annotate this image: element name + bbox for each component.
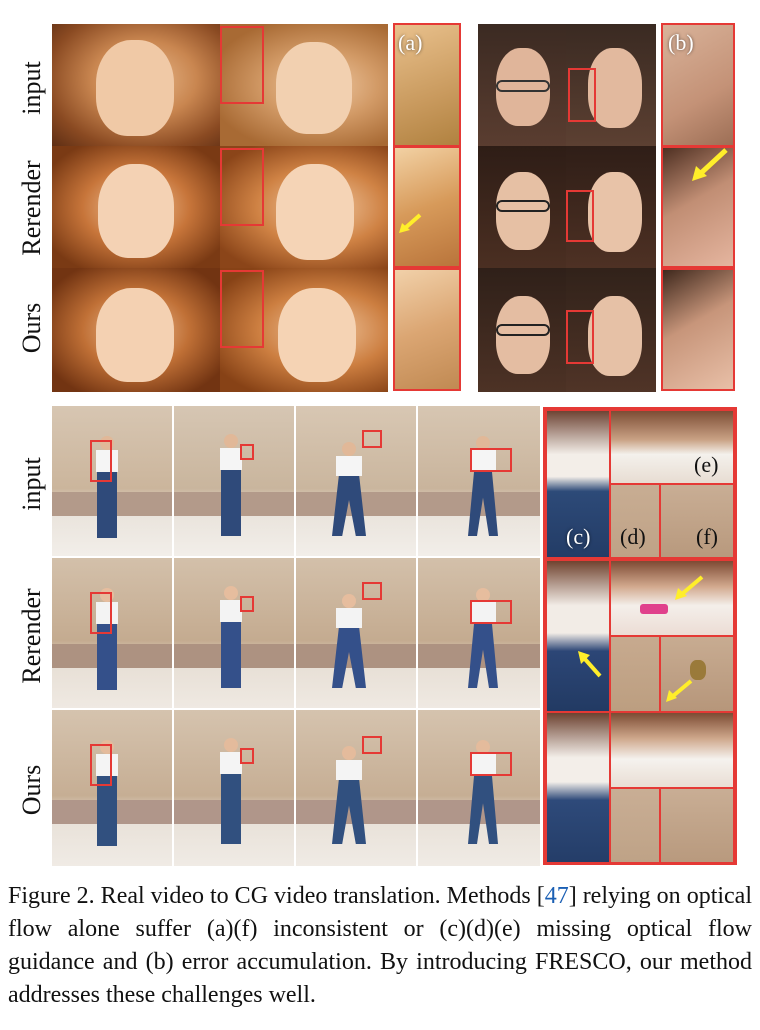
zoom-d-rerender-border bbox=[609, 635, 661, 713]
highlight-box-c-rerender bbox=[90, 592, 112, 634]
row-label-rerender-top: Rerender bbox=[17, 160, 46, 256]
zoom-d-ours-border bbox=[609, 787, 661, 865]
image-b-input-2 bbox=[566, 24, 656, 146]
panel-tag-b: (b) bbox=[668, 30, 694, 55]
highlight-box-f-input bbox=[362, 430, 382, 448]
highlight-box-c-input bbox=[90, 440, 112, 482]
caption-prefix: Figure 2. Real video to CG video transla… bbox=[8, 883, 545, 909]
zoom-f-input bbox=[660, 484, 734, 558]
image-b-input-1 bbox=[478, 24, 566, 146]
highlight-box-d-rerender bbox=[240, 596, 254, 612]
image-a-input-1 bbox=[52, 24, 220, 146]
highlight-box-b-ours bbox=[566, 310, 594, 364]
zoom-b-input bbox=[662, 24, 734, 146]
image-a-input-2 bbox=[220, 24, 388, 146]
image-a-ours-2 bbox=[220, 268, 388, 392]
image-a-rerender-2 bbox=[220, 146, 388, 268]
zoom-box-b-ours bbox=[661, 268, 735, 391]
highlight-box-e-ours bbox=[470, 752, 512, 776]
highlight-box-a-rerender bbox=[220, 148, 264, 226]
dance-rerender-1 bbox=[52, 558, 172, 708]
arrow-icon-e bbox=[675, 575, 704, 600]
caption-citation-link[interactable]: 47 bbox=[544, 883, 569, 909]
zoom-a-rerender bbox=[394, 146, 460, 268]
dance-rerender-3 bbox=[296, 558, 416, 708]
highlight-box-f-rerender bbox=[362, 582, 382, 600]
dance-input-4 bbox=[418, 406, 540, 556]
zoom-d-rerender bbox=[610, 636, 660, 712]
caption-suffix: , our method addresses these challenges … bbox=[8, 949, 752, 1008]
highlight-box-e-rerender bbox=[470, 600, 512, 624]
dance-input-2 bbox=[174, 406, 294, 556]
zoom-box-a-ours bbox=[393, 268, 461, 391]
panel-tag-a: (a) bbox=[398, 30, 423, 55]
zoom-c-rerender bbox=[546, 560, 610, 712]
caption-method-name: FRESCO bbox=[534, 949, 626, 975]
row-label-ours-top: Ours bbox=[17, 302, 46, 354]
image-b-ours-1 bbox=[478, 268, 566, 392]
dance-ours-2 bbox=[174, 710, 294, 866]
image-b-rerender-1 bbox=[478, 146, 566, 268]
zoom-c-rerender-border bbox=[545, 559, 611, 713]
highlight-box-a-input bbox=[220, 26, 264, 104]
zoom-box-b-rerender bbox=[661, 146, 735, 268]
zoom-c-ours bbox=[546, 712, 610, 864]
zoom-e-ours bbox=[610, 712, 734, 788]
arrow-icon-b bbox=[692, 148, 728, 181]
image-b-ours-2 bbox=[566, 268, 656, 392]
panel-tag-f: (f) bbox=[696, 524, 718, 549]
zoom-d-ours bbox=[610, 788, 660, 864]
zoom-box-a-rerender bbox=[393, 146, 461, 268]
row-label-input-top: input bbox=[17, 61, 46, 115]
zoom-f-input-border bbox=[659, 483, 735, 559]
zoom-c-ours-border bbox=[545, 711, 611, 865]
highlight-box-a-ours bbox=[220, 270, 264, 348]
highlight-box-f-ours bbox=[362, 736, 382, 754]
arrow-icon-a bbox=[399, 213, 422, 233]
dance-ours-1 bbox=[52, 710, 172, 866]
image-a-ours-1 bbox=[52, 268, 220, 392]
zoom-f-ours-border bbox=[659, 787, 735, 865]
zoom-e-input bbox=[610, 410, 734, 484]
zoom-e-ours-border bbox=[609, 711, 735, 789]
panel-tag-e: (e) bbox=[694, 452, 719, 477]
highlight-box-d-input bbox=[240, 444, 254, 460]
dance-input-3 bbox=[296, 406, 416, 556]
zoom-e-rerender bbox=[610, 560, 734, 636]
dance-ours-3 bbox=[296, 710, 416, 866]
highlight-box-c-ours bbox=[90, 744, 112, 786]
zoom-a-ours bbox=[394, 268, 460, 390]
zoom-d-input bbox=[610, 484, 660, 558]
zoom-b-ours bbox=[662, 268, 734, 390]
figure-caption: Figure 2. Real video to CG video transla… bbox=[8, 880, 752, 1012]
zoom-f-ours bbox=[660, 788, 734, 864]
zoom-c-input bbox=[546, 410, 610, 558]
highlight-box-b-input bbox=[568, 68, 596, 122]
caption-middle: ] relying on optical flow alone suffer (… bbox=[8, 883, 753, 975]
zoom-a-input bbox=[394, 24, 460, 146]
row-label-ours-bottom: Ours bbox=[17, 764, 46, 816]
panel-tag-d: (d) bbox=[620, 524, 646, 549]
image-a-rerender-1 bbox=[52, 146, 220, 268]
dance-rerender-2 bbox=[174, 558, 294, 708]
dance-ours-4 bbox=[418, 710, 540, 866]
panel-tag-c: (c) bbox=[566, 524, 591, 549]
highlight-box-e-input bbox=[470, 448, 512, 472]
highlight-box-b-rerender bbox=[566, 190, 594, 242]
row-label-rerender-bottom: Rerender bbox=[17, 588, 46, 684]
dance-rerender-4 bbox=[418, 558, 540, 708]
highlight-box-d-ours bbox=[240, 748, 254, 764]
zoom-b-rerender bbox=[662, 146, 734, 268]
row-label-input-bottom: input bbox=[17, 457, 46, 511]
arrow-icon-c bbox=[578, 651, 602, 678]
arrow-icon-f bbox=[666, 679, 693, 702]
image-b-rerender-2 bbox=[566, 146, 656, 268]
dance-input-1 bbox=[52, 406, 172, 556]
